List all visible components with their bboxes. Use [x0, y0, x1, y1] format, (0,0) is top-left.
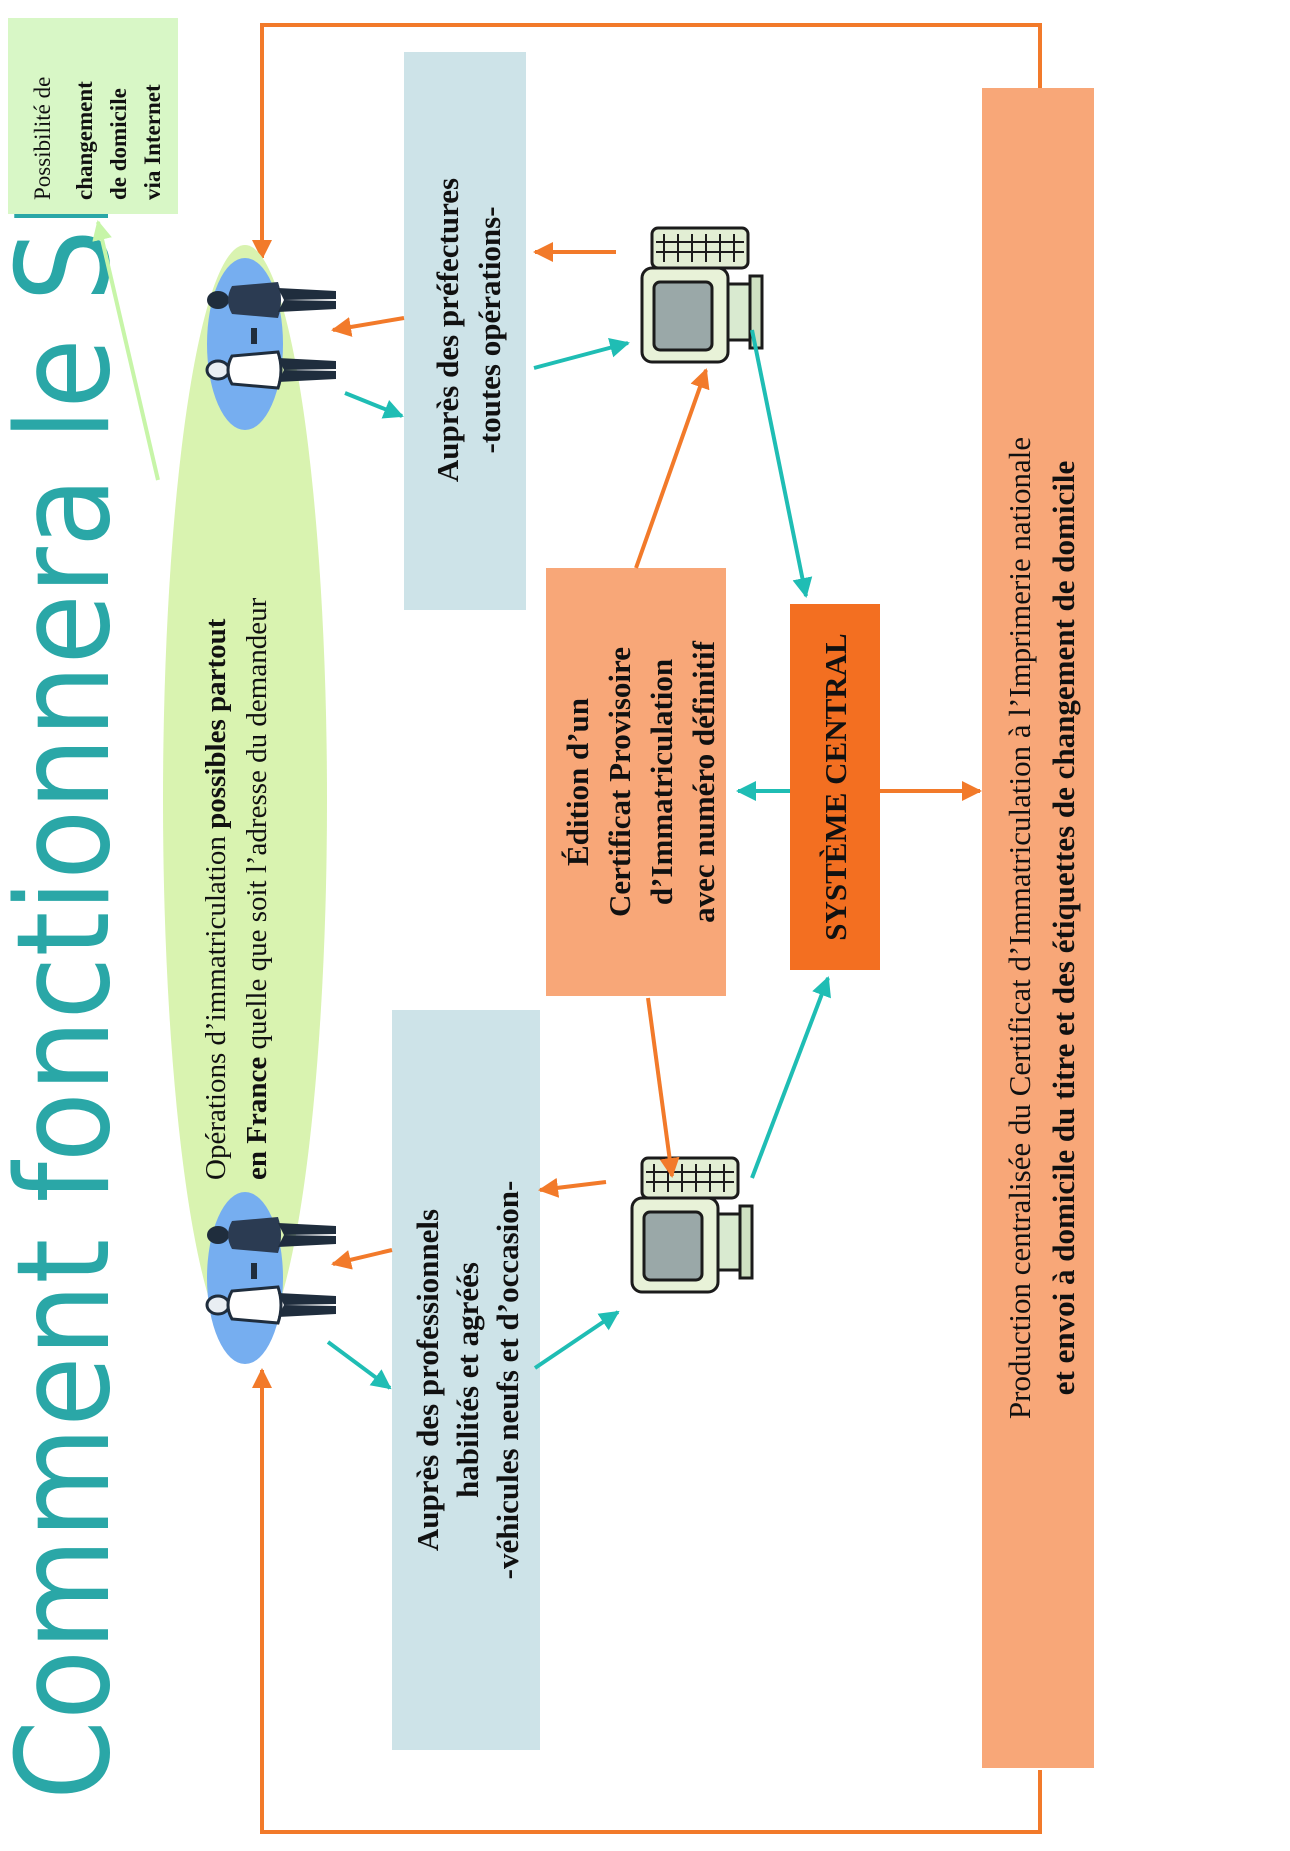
internet-note-line-4: via Internet — [140, 84, 165, 200]
edition-box — [546, 568, 726, 996]
handshake-people-icon-top — [205, 282, 338, 390]
internet-note-arrow — [92, 220, 160, 481]
systeme-central-box — [790, 604, 880, 970]
operations-oval — [163, 245, 327, 1355]
outer-loop-arrow-top — [252, 23, 1042, 260]
computer-icon-bottom — [630, 1156, 754, 1294]
production-line-1: Production centralisée du Certificat d’I… — [1002, 437, 1037, 1419]
internet-note-line-2: changement — [72, 81, 97, 200]
edition-line-4: avec numéro définitif — [686, 640, 721, 923]
outer-loop-arrow-bottom — [252, 1368, 1042, 1834]
arrow-prefectures-to-computer-top — [533, 337, 630, 370]
handshake-people-icon-bottom — [205, 1217, 338, 1325]
edition-line-2: Certificat Provisoire — [602, 647, 637, 917]
prefectures-box — [404, 52, 526, 610]
edition-line-1: Édition d’un — [560, 698, 595, 866]
arrow-computer-bottom-to-professionnels — [538, 1177, 607, 1198]
professionnels-box — [392, 1010, 540, 1750]
operations-line-2-normal: quelle que soit l’adresse du demandeur — [241, 597, 273, 1056]
operations-line-2-bold: en France — [241, 1057, 273, 1180]
arrow-computer-top-to-central — [750, 329, 813, 598]
arrow-people-to-professionnels — [326, 1340, 392, 1390]
production-box — [982, 88, 1094, 1768]
professionnels-line-2: habilités et agréés — [450, 1262, 485, 1498]
arrow-computer-bottom-to-central — [750, 976, 831, 1179]
internet-note-line-1: Possibilité de — [30, 77, 55, 200]
production-line-2: et envoi à domicile du titre et des étiq… — [1046, 461, 1081, 1395]
operations-line-1: Opérations d’immatriculation possibles p… — [200, 618, 232, 1180]
arrow-edition-to-computer-bottom — [646, 997, 680, 1178]
arrow-people-to-prefectures — [344, 391, 404, 419]
arrow-professionnels-to-people — [331, 1248, 393, 1270]
operations-line-1-normal: Opérations d’immatriculation — [200, 829, 232, 1180]
prefectures-line-1: Auprès des préfectures — [430, 178, 465, 482]
internet-note-line-3: de domicile — [106, 88, 131, 200]
operations-line-2: en France quelle que soit l’adresse du d… — [241, 597, 273, 1180]
computer-icon-top — [640, 226, 764, 364]
internet-note-box — [8, 18, 178, 214]
arrow-edition-to-computer-top — [634, 368, 710, 569]
prefectures-line-2: -toutes opérations- — [472, 206, 507, 453]
diagram-title: Comment fonctionnera le SIV ? — [0, 20, 139, 1800]
arrow-prefectures-to-people — [331, 316, 405, 337]
operations-line-1-bold: possibles partout — [200, 618, 232, 829]
edition-line-3: d’Immatriculation — [644, 659, 679, 905]
professionnels-line-3: -véhicules neufs et d’occasion- — [490, 1181, 525, 1580]
professionnels-line-1: Auprès des professionnels — [410, 1209, 445, 1551]
systeme-central-label: SYSTÈME CENTRAL — [818, 633, 853, 941]
arrow-professionnels-to-computer-bottom — [533, 1310, 620, 1370]
